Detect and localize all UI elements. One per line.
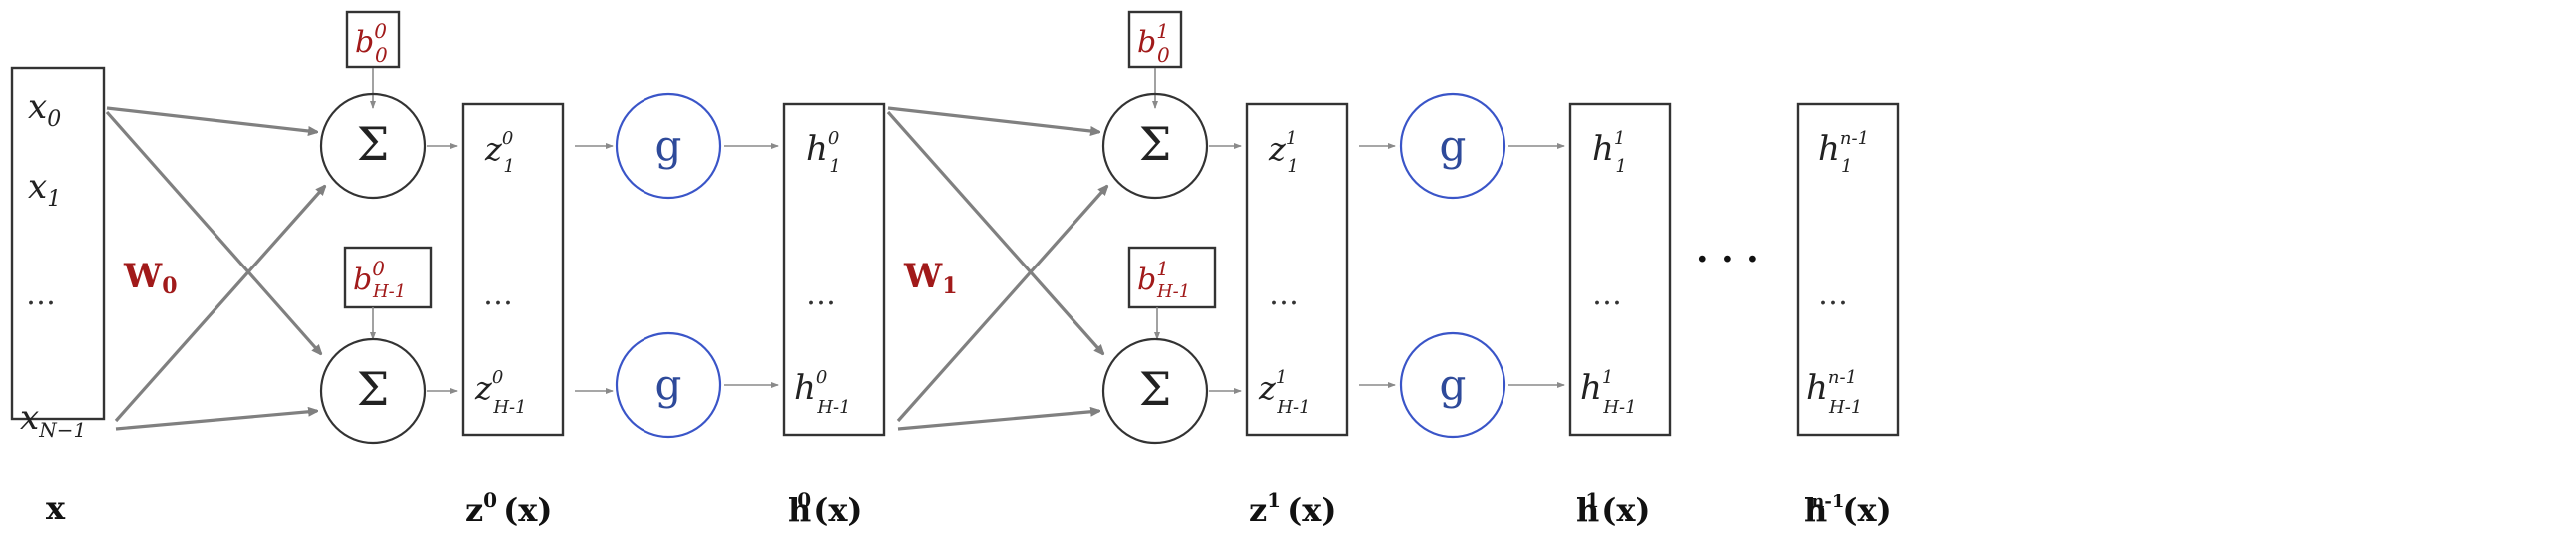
h-vector-box-1 — [1568, 102, 1672, 437]
activation-neuron-top-0 — [615, 92, 722, 200]
weight-arrows-1 — [886, 106, 1107, 431]
input-vector-box — [10, 66, 106, 421]
z-caption-0: z0(x) — [465, 488, 552, 529]
z-vector-box-0 — [461, 102, 565, 437]
bias-box-top-0 — [345, 10, 401, 69]
input-dots: … — [26, 277, 56, 312]
activation-g-bottom-0: g — [655, 360, 682, 409]
sum-symbol-top-0: Σ — [357, 117, 390, 171]
z-vector-box-1 — [1245, 102, 1349, 437]
bias-box-top-1 — [1127, 10, 1183, 69]
h-caption-final: hn-1(x) — [1804, 491, 1892, 529]
input-x-last: xN−1 — [20, 398, 86, 442]
z-caption-1: z1(x) — [1249, 488, 1336, 529]
input-x1: x1 — [28, 167, 61, 212]
sum-neuron-bottom-0 — [319, 337, 427, 445]
h-caption-1: h1(x) — [1576, 488, 1651, 529]
h-vector-box-0 — [782, 102, 886, 437]
h-dots-final: … — [1818, 277, 1848, 312]
input-x0: x0 — [28, 87, 61, 132]
bias-box-bottom-0 — [343, 246, 433, 309]
sum-neuron-top-0 — [319, 92, 427, 200]
arrow-x0-to-sum-top — [106, 106, 317, 132]
activation-g-top-0: g — [655, 121, 682, 170]
arrow-hlast-to-sum-bottom — [897, 411, 1099, 431]
activation-g-bottom-1: g — [1440, 360, 1467, 409]
activation-neuron-bottom-1 — [1399, 331, 1506, 439]
sum-symbol-bottom-1: Σ — [1139, 362, 1172, 416]
sum-symbol-bottom-0: Σ — [357, 362, 390, 416]
weight-label-1: W1 — [903, 257, 958, 299]
h-dots-1: … — [1592, 277, 1622, 312]
sum-symbol-top-1: Σ — [1139, 117, 1172, 171]
arrow-h0-to-sum-top — [887, 106, 1099, 132]
arrow-xlast-to-sum-bottom — [115, 411, 317, 431]
arrow-x0-to-sum-bottom — [105, 110, 321, 354]
bias-box-bottom-1 — [1127, 246, 1217, 309]
input-vector: x0 x1 … xN−1 x — [10, 66, 106, 527]
z-dots-1: … — [1269, 277, 1299, 312]
layer-ellipsis: · · · — [1696, 239, 1759, 280]
sum-neuron-top-1 — [1101, 92, 1209, 200]
h-vector-box-final — [1796, 102, 1900, 437]
activation-neuron-top-1 — [1399, 92, 1506, 200]
h-caption-0: h0(x) — [788, 488, 863, 529]
activation-g-top-1: g — [1440, 121, 1467, 170]
arrow-h0-to-sum-bottom — [886, 110, 1103, 354]
activation-neuron-bottom-0 — [615, 331, 722, 439]
weight-arrows-0 — [105, 106, 325, 431]
arrow-xlast-to-sum-top — [114, 186, 325, 423]
weight-label-0: W0 — [123, 257, 178, 299]
sum-neuron-bottom-1 — [1101, 337, 1209, 445]
z-dots-0: … — [483, 277, 513, 312]
h-dots-0: … — [806, 277, 836, 312]
input-caption: x — [46, 489, 66, 527]
arrow-hlast-to-sum-top — [896, 186, 1107, 423]
